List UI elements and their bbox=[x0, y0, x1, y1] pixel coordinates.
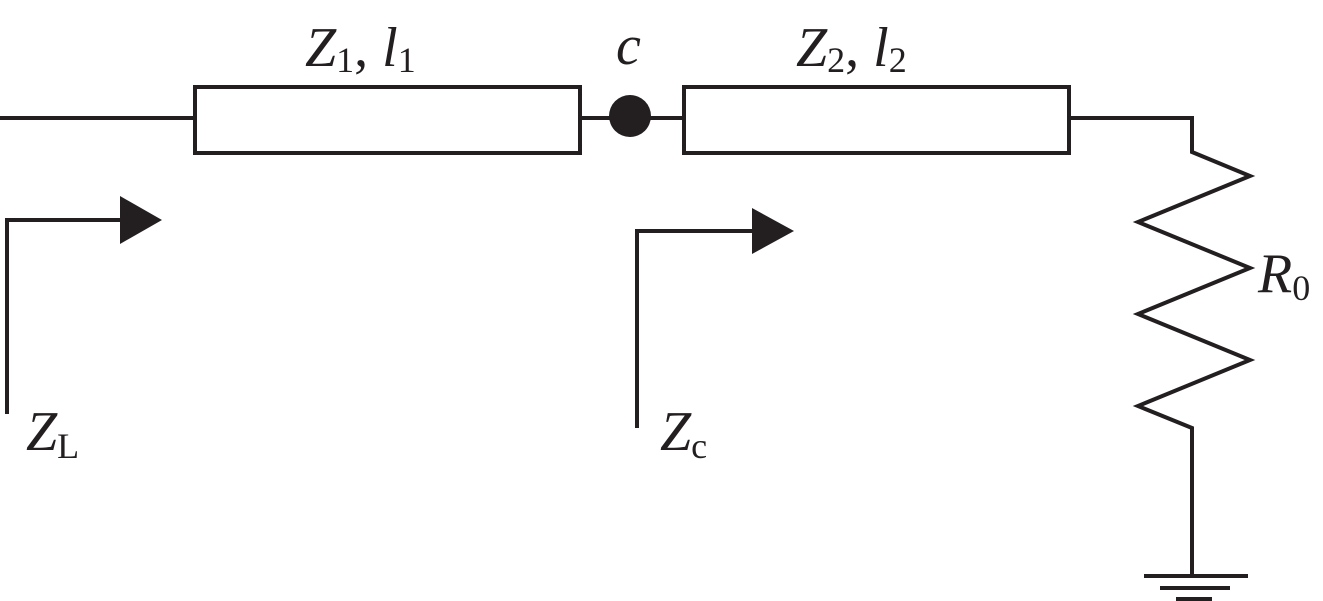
transmission-line-2 bbox=[682, 85, 1071, 155]
ground-icon bbox=[1144, 574, 1248, 601]
resistor-r0 bbox=[1069, 116, 1256, 575]
transmission-line-1 bbox=[193, 85, 582, 155]
line1-label: Z1, l1 bbox=[305, 17, 416, 80]
zl-arrow bbox=[5, 196, 162, 414]
zc-label: Zc bbox=[660, 401, 707, 466]
zl-label: ZL bbox=[26, 401, 79, 466]
node-c-label: c bbox=[616, 15, 641, 77]
line2-label: Z2, l2 bbox=[796, 17, 907, 80]
r0-label: R0 bbox=[1257, 243, 1310, 308]
zc-arrow bbox=[635, 208, 794, 428]
node-c bbox=[609, 95, 651, 137]
